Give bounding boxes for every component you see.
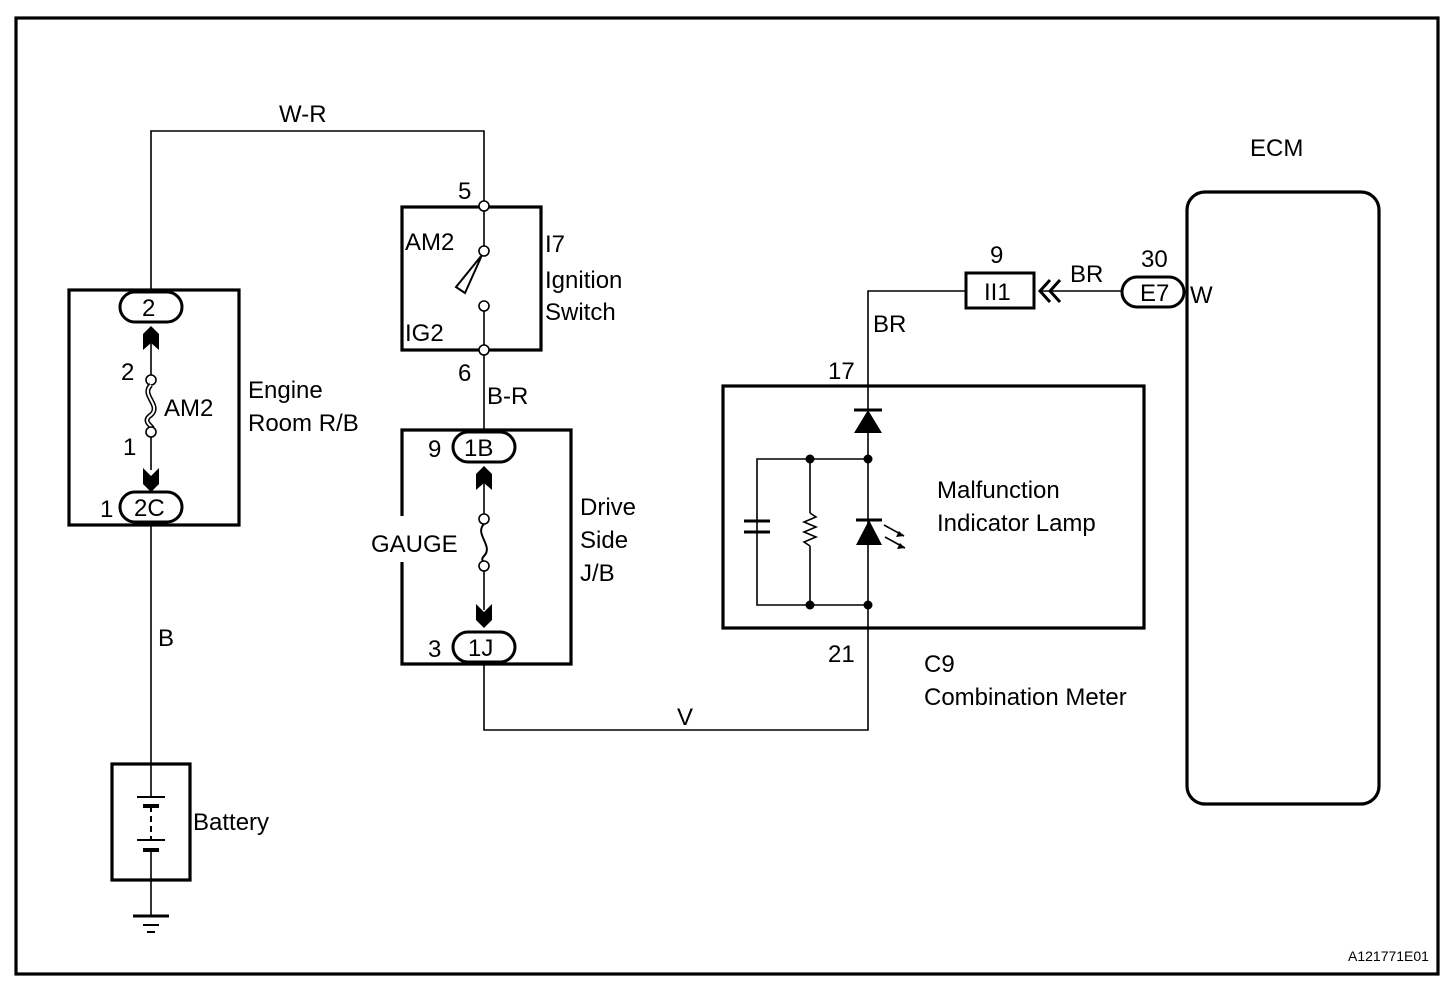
diagram-frame xyxy=(14,16,1440,976)
mil-label-1: Malfunction xyxy=(937,477,1060,504)
wire-label-w-r: W-R xyxy=(279,101,327,128)
wire-label-b-r: B-R xyxy=(487,383,528,410)
battery xyxy=(110,762,192,933)
combination-meter: Malfunction Indicator Lamp 17 21 xyxy=(721,358,1146,668)
ignition-switch: 5 6 AM2 IG2 xyxy=(400,178,543,387)
svg-text:AM2: AM2 xyxy=(405,229,454,256)
drive-side-junction-block: 1B 9 1J 3 GAUGE xyxy=(371,428,573,666)
contact-ig2-icon xyxy=(478,300,490,312)
connector-1j xyxy=(451,630,517,664)
svg-text:30: 30 xyxy=(1141,246,1168,273)
wire-w-r xyxy=(150,130,485,290)
fuse-icon xyxy=(480,523,488,563)
wire-label-br-vertical: BR xyxy=(873,311,906,338)
fuse-label-gauge: GAUGE xyxy=(371,531,458,558)
switch-blade-icon xyxy=(454,254,483,295)
junction-connector-ii1: II1 9 xyxy=(964,242,1062,310)
drive-side-label-1: Drive xyxy=(580,494,636,521)
ignition-label-2: Switch xyxy=(545,299,616,326)
engine-room-label-1: Engine xyxy=(248,377,323,404)
ecm-label: ECM xyxy=(1250,135,1303,162)
connector-arrow-down-icon xyxy=(476,604,492,628)
svg-text:3: 3 xyxy=(428,636,441,663)
drive-side-label-3: J/B xyxy=(580,560,615,587)
ignition-code: I7 xyxy=(545,231,565,258)
wire-label-v: V xyxy=(677,704,693,731)
svg-text:E7: E7 xyxy=(1140,280,1169,307)
svg-text:2: 2 xyxy=(121,359,134,386)
svg-text:6: 6 xyxy=(458,360,471,387)
connector-arrow-down-icon xyxy=(143,468,159,492)
svg-text:5: 5 xyxy=(458,178,471,205)
diode-icon xyxy=(854,410,882,433)
connector-chevron-icon xyxy=(1037,278,1052,304)
svg-text:1B: 1B xyxy=(464,435,493,462)
resistor-icon xyxy=(801,512,819,547)
svg-text:9: 9 xyxy=(990,242,1003,269)
wire-label-br-ecm: BR xyxy=(1070,261,1103,288)
svg-text:17: 17 xyxy=(828,358,855,385)
svg-text:1: 1 xyxy=(123,434,136,461)
meter-code: C9 xyxy=(924,651,955,678)
ignition-label-1: Ignition xyxy=(545,267,622,294)
terminal-icon xyxy=(145,374,157,386)
drive-side-label-2: Side xyxy=(580,527,628,554)
fuse-label-am2: AM2 xyxy=(164,395,213,422)
connector-arrow-up-icon xyxy=(476,466,492,490)
wire-v xyxy=(483,628,869,731)
ecm-terminal-w: W xyxy=(1190,282,1213,309)
led-lamp-icon xyxy=(856,520,882,545)
svg-text:2C: 2C xyxy=(134,495,165,522)
terminal-icon xyxy=(145,426,157,438)
meter-label: Combination Meter xyxy=(924,684,1127,711)
engine-room-label-2: Room R/B xyxy=(248,410,359,437)
svg-text:1: 1 xyxy=(100,496,113,523)
battery-label: Battery xyxy=(193,809,269,836)
svg-text:1J: 1J xyxy=(468,635,493,662)
svg-text:II1: II1 xyxy=(984,279,1011,306)
svg-text:IG2: IG2 xyxy=(405,320,444,347)
svg-text:9: 9 xyxy=(428,436,441,463)
engine-room-relay-block: 2 2C 1 2 1 AM2 xyxy=(67,288,241,527)
connector-arrow-up-icon xyxy=(143,326,159,350)
ecm-box xyxy=(1185,190,1381,806)
contact-am2-icon xyxy=(478,245,490,257)
connector-2 xyxy=(118,290,184,324)
diagram-id: A121771E01 xyxy=(1348,948,1429,964)
svg-text:2: 2 xyxy=(142,295,155,322)
connector-e7 xyxy=(1120,275,1186,309)
wire-label-b: B xyxy=(158,625,174,652)
connector-1b xyxy=(451,430,517,464)
wire-br-meter xyxy=(867,290,966,386)
svg-text:21: 21 xyxy=(828,641,855,668)
mil-label-2: Indicator Lamp xyxy=(937,510,1096,537)
connector-2c xyxy=(118,490,184,524)
